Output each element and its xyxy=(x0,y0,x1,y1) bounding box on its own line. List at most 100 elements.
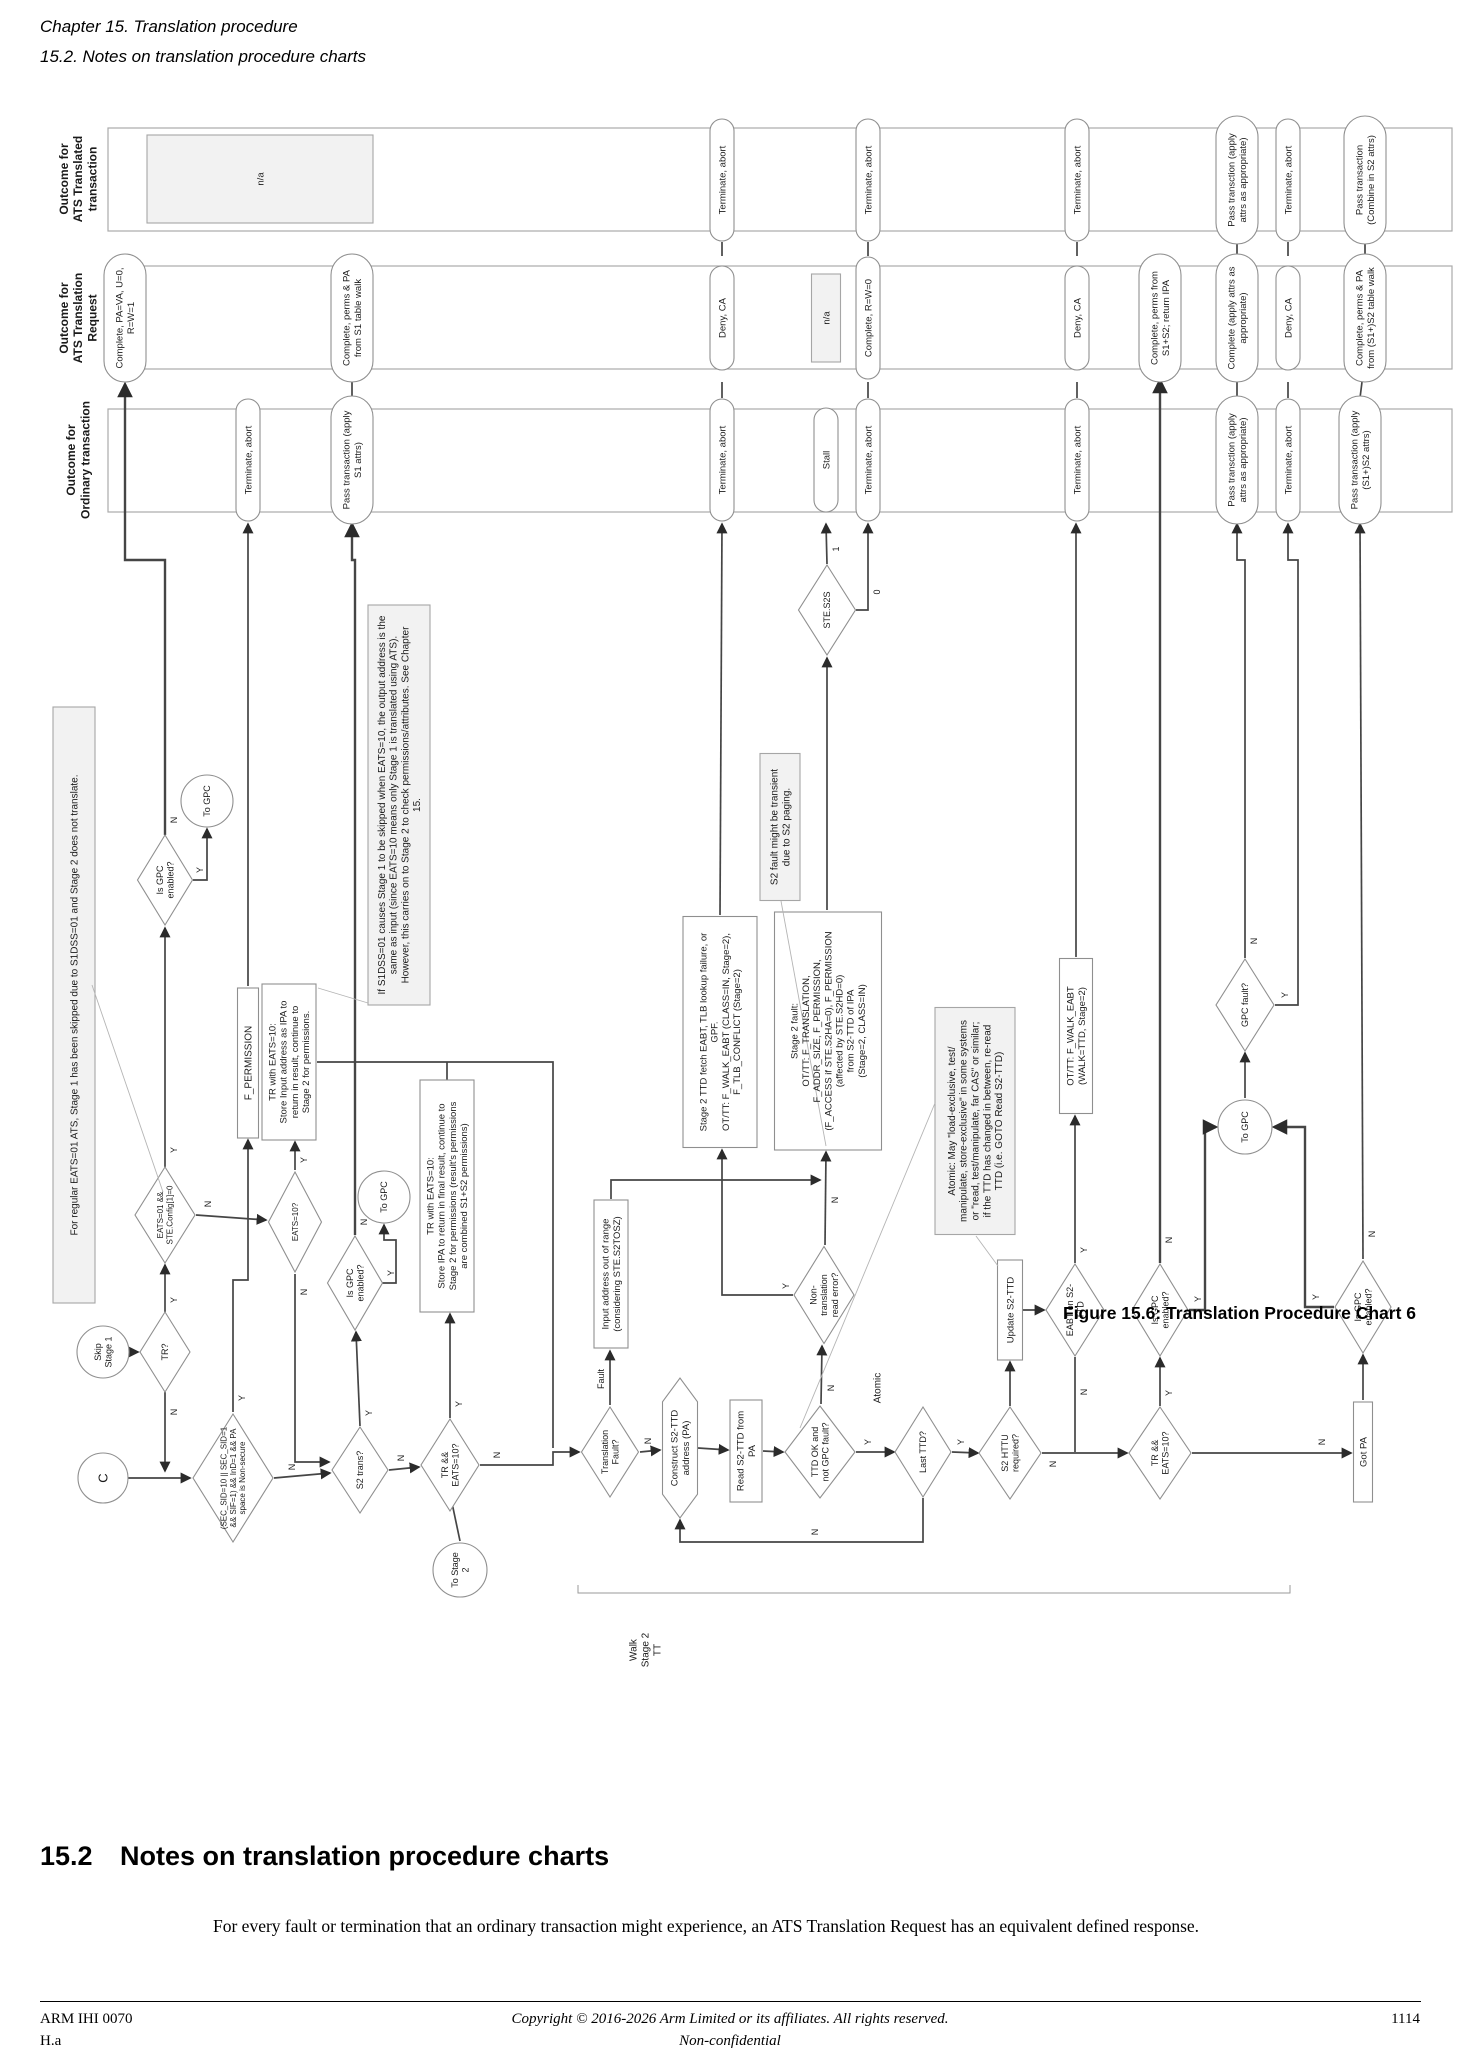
dec-sec-sid-label: (SEC_SID=10 || SEC_SID=1&& SIF=1) && InD… xyxy=(219,1426,247,1529)
out3-terminate-722 xyxy=(709,398,735,522)
edge-label-nontrans-n-fault: N xyxy=(830,1197,840,1204)
dec-s2httu xyxy=(978,1406,1042,1500)
dec-gpc-fault-label: GPC fault? xyxy=(1240,983,1250,1027)
dec-eabt-s2ttd xyxy=(1045,1262,1105,1358)
dec-tr-eats10-right xyxy=(1128,1406,1192,1500)
out1-pass-combine xyxy=(1343,115,1387,245)
band-ordinary xyxy=(107,408,1453,513)
callout-note1 xyxy=(91,984,164,1193)
out1-terminate-1077-label: Terminate, abort xyxy=(1072,145,1083,214)
header-chapter: Chapter 15. Translation procedure xyxy=(40,17,298,36)
dec-translation-fault-label: TranslationFault? xyxy=(600,1430,621,1474)
note-s1dss xyxy=(367,604,431,1006)
edge-label-eats10-n-down: N xyxy=(299,1289,309,1296)
label-atomic: Atomic xyxy=(873,1373,884,1404)
note-s2-transient-label: S2 fault might be transientdue to S2 pag… xyxy=(770,769,793,885)
out1-terminate-722-label: Terminate, abort xyxy=(717,145,728,214)
proc-s2-fetch-fault-label: Stage 2 TTD fetch EABT, TLB lookup failu… xyxy=(699,933,744,1132)
edge-ttdok-n-up xyxy=(816,1344,828,1405)
dec-is-gpc-right xyxy=(1334,1259,1392,1355)
proc-f-permission xyxy=(236,987,260,1139)
edge-lastttd-y-s2httu xyxy=(951,1447,980,1459)
dec-tr xyxy=(139,1310,191,1394)
walk-stage2-bracket xyxy=(577,1585,1291,1594)
out1-terminate-1288-label: Terminate, abort xyxy=(1283,145,1294,214)
out2-complete-rw0 xyxy=(855,256,881,380)
dec-sec-sid xyxy=(192,1412,274,1544)
out3-terminate-868 xyxy=(855,398,881,522)
figure-caption: Figure 15.6: Translation Procedure Chart… xyxy=(1062,1303,1416,1323)
proc-s2-fetch-fault xyxy=(682,915,758,1149)
footer-left: ARM IHI 0070 H.a xyxy=(40,2008,133,2048)
out3-terminate-722-label: Terminate, abort xyxy=(717,425,728,494)
dec-eats10 xyxy=(267,1170,323,1274)
conn-c xyxy=(77,1452,129,1504)
conn-to-gpc-2 xyxy=(357,1170,411,1224)
edge-tostage2-link xyxy=(451,1502,461,1542)
out3-terminate-1288-label: Terminate, abort xyxy=(1283,425,1294,494)
out3-pass-s1-label: Pass transaction (applyS1 attrs) xyxy=(342,410,364,509)
out3-terminate-1077 xyxy=(1064,398,1090,522)
proc-walk-eabt-label: OT/TT: F_WALK_EABT(WALK=TTD, Stage=2) xyxy=(1066,986,1088,1086)
out3-pass-s2 xyxy=(1338,395,1382,525)
edge-eats01-n-eats10 xyxy=(195,1213,268,1225)
edge-label-treats-r-n-gotpa: N xyxy=(1317,1439,1327,1446)
edge-gpc2-y-togpc2 xyxy=(378,1223,397,1284)
out3-terminate-1288 xyxy=(1275,398,1301,522)
prep-construct-s2ttd xyxy=(661,1377,699,1519)
edge-label-gpc1-y-togpc: Y xyxy=(195,867,205,873)
edge-eats10-n-down xyxy=(294,1274,331,1468)
edge-gpcright-y-togpc xyxy=(1271,1119,1334,1309)
footer-page-number: 1114 xyxy=(1391,2011,1420,2027)
conn-to-gpc-2-label: To GPC xyxy=(379,1181,389,1213)
dec-tr-eats10-left-label: TR &&EATS=10? xyxy=(440,1443,461,1486)
footer-copyright: Copyright © 2016-2026 Arm Limited or its… xyxy=(511,2011,949,2027)
out1-terminate-1077 xyxy=(1064,118,1090,242)
callout-note2 xyxy=(317,987,369,1004)
out2-complete-s1walk xyxy=(330,253,374,383)
footer-center: Copyright © 2016-2026 Arm Limited or its… xyxy=(230,2008,1230,2048)
edge-label-eats01-n-eats10: N xyxy=(203,1201,213,1208)
conn-to-gpc-3-label: To GPC xyxy=(1240,1111,1250,1143)
edge-label-eabt-n-down: N xyxy=(1079,1389,1089,1396)
edge-label-secsid-y-fperm: Y xyxy=(237,1395,247,1401)
dec-non-trans-err-label: Non-translationread error? xyxy=(809,1273,840,1318)
out3-pass-attrs-label: Pass transction (applyattrs as appropria… xyxy=(1227,413,1249,507)
out2-complete-rw0-label: Complete, R=W=0 xyxy=(863,279,874,357)
edge-label-treats-y-trbox2: Y xyxy=(454,1401,464,1407)
band-ats-request-label: Outcome forATS TranslationRequest xyxy=(57,273,99,363)
edge-label-gpc2-n-pass-s1: N xyxy=(359,1219,369,1226)
edge-gpcfault-y-term xyxy=(1275,522,1299,1006)
dec-tr-label: TR? xyxy=(160,1343,170,1360)
out1-pass-attrs xyxy=(1215,115,1259,245)
edge-label-eabt-y-walkeabt: Y xyxy=(1079,1247,1089,1253)
body-paragraph: For every fault or termination that an o… xyxy=(213,1916,1200,1936)
dec-is-gpc-mid xyxy=(1131,1262,1189,1358)
conn-skip-stage1-label: SkipStage 1 xyxy=(93,1336,114,1367)
edge-label-eats01-y-up: Y xyxy=(169,1147,179,1153)
out3-stall-label: Stall xyxy=(821,451,832,469)
band-ats-translated-label: Outcome forATS Translatedtransaction xyxy=(57,136,99,222)
dec-ttd-ok-label: TTD OK andnot GPC fault? xyxy=(810,1422,831,1481)
proc-s2-fault xyxy=(773,911,883,1151)
section-title: Notes on translation procedure charts xyxy=(120,1841,610,1871)
out1-terminate-868-label: Terminate, abort xyxy=(863,145,874,214)
dec-non-trans-err xyxy=(793,1245,855,1345)
out2-deny-1077-label: Deny, CA xyxy=(1072,297,1083,338)
edge-gpcfault-n-pass xyxy=(1231,522,1246,958)
dec-translation-fault xyxy=(580,1405,640,1499)
edge-label-transfault-n-hex: N xyxy=(643,1438,653,1445)
label-walk-stage2: WalkStage 2TT xyxy=(629,1632,664,1667)
out1-terminate-1288 xyxy=(1275,118,1301,242)
edge-s2s-0-term xyxy=(856,522,874,611)
na-request-label: n/a xyxy=(821,311,832,325)
conn-to-gpc-3 xyxy=(1217,1099,1273,1155)
out3-pass-attrs xyxy=(1215,395,1259,525)
out2-complete-pava-label: Complete, PA=VA, U=0,R=W=1 xyxy=(115,267,137,368)
edge-label-s2s-0-term: 0 xyxy=(872,589,882,594)
dec-tr-eats10-left xyxy=(420,1417,480,1513)
conn-skip-stage1 xyxy=(76,1325,130,1379)
note-regular-eats01-label: For regular EATS=01 ATS, Stage 1 has bee… xyxy=(70,774,81,1235)
dec-ttd-ok xyxy=(784,1405,856,1499)
